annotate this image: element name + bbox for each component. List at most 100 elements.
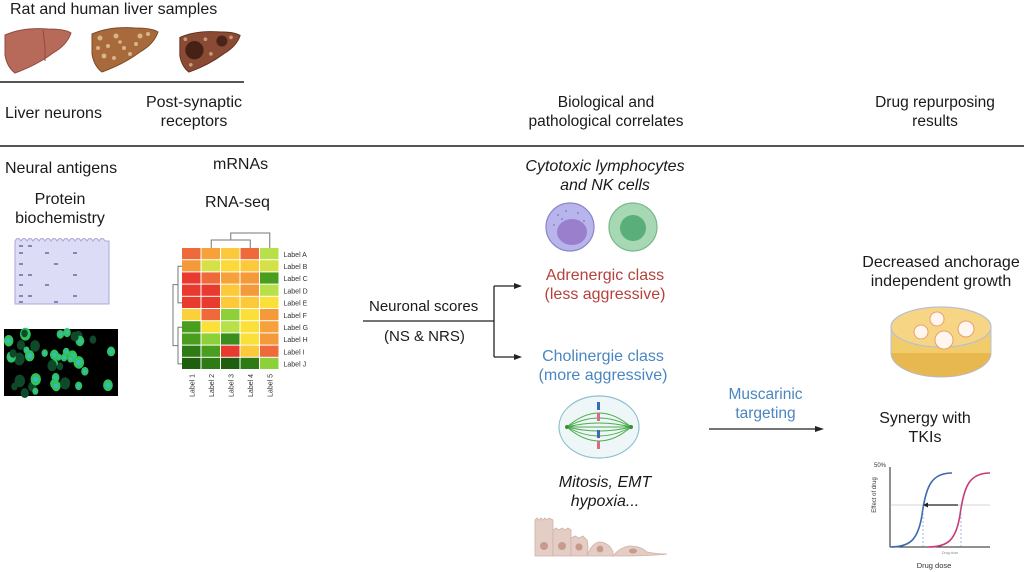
cells-title: Cytotoxic lymphocytes and NK cells xyxy=(505,157,705,195)
heatmap-cell-3-1 xyxy=(201,284,220,296)
plot-xlabel: Drug dose xyxy=(917,561,952,570)
header-bio-correlates-line2: pathological correlates xyxy=(528,113,684,130)
cell-nucleus xyxy=(68,357,73,361)
heatmap-cell-8-4 xyxy=(260,345,279,357)
lymphocyte-icon xyxy=(545,202,595,252)
cell-nucleus xyxy=(6,338,12,344)
heatmap-col-label: Label 1 xyxy=(189,374,196,397)
heatmap-row-label: Label G xyxy=(284,325,309,332)
neural-antigens-label: Neural antigens xyxy=(5,160,118,177)
cell-nucleus xyxy=(43,351,47,355)
immunofluorescence-micrograph-icon xyxy=(3,327,118,399)
mitosis-line1: Mitosis, EMT xyxy=(558,474,652,491)
cell-nucleus xyxy=(53,383,59,389)
heatmap-cell-0-3 xyxy=(240,248,259,260)
heatmap-cell-8-1 xyxy=(201,345,220,357)
header-bio-correlates: Biological and pathological correlates xyxy=(520,93,692,131)
heatmap-row-label: Label H xyxy=(284,337,308,344)
heatmap-cell-1-1 xyxy=(201,260,220,272)
neuronal-scores-sub: (NS & NRS) xyxy=(384,328,465,345)
cell-nucleus xyxy=(52,352,57,357)
header-liver-neurons: Liver neurons xyxy=(5,105,102,122)
cholinergic-line1: Cholinergie class xyxy=(542,348,664,365)
heatmap-cell-2-0 xyxy=(182,272,201,284)
heatmap-cell-9-0 xyxy=(182,357,201,369)
heatmap-cell-5-2 xyxy=(221,309,240,321)
cell-nucleus xyxy=(33,389,37,393)
dose-response-plot: Effect of drug 50% Drug dose Drug dose xyxy=(872,463,991,570)
curve-combination xyxy=(927,472,991,548)
heatmap-cell-5-0 xyxy=(182,309,201,321)
targeting-line2: targeting xyxy=(735,405,796,422)
cell-nucleus xyxy=(27,353,33,359)
fluorescent-cell xyxy=(20,388,29,399)
heatmap-cell-5-1 xyxy=(201,309,220,321)
heatmap-cell-0-2 xyxy=(221,248,240,260)
cell-nucleus xyxy=(62,355,66,360)
heatmap-cell-3-2 xyxy=(221,284,240,296)
heatmap-cell-2-4 xyxy=(260,272,279,284)
heatmap-cell-2-2 xyxy=(221,272,240,284)
header-bio-correlates-line1: Biological and xyxy=(557,94,655,111)
fluorescent-cell xyxy=(9,349,17,358)
cell-nucleus xyxy=(33,376,39,382)
anchorage-line1: Decreased anchorage xyxy=(862,254,1020,271)
targeting-line1: Muscarinic xyxy=(728,386,803,403)
cell-nucleus xyxy=(76,359,82,366)
cell-nucleus xyxy=(64,350,68,354)
heatmap-cell-4-0 xyxy=(182,296,201,308)
header-post-synaptic-line1: Post-synaptic xyxy=(145,94,243,111)
heatmap-col-label: Label 2 xyxy=(209,374,216,397)
heatmap-cell-3-0 xyxy=(182,284,201,296)
header-drug-results-line1: Drug repurposing xyxy=(875,94,995,111)
mitosis-spindle-icon xyxy=(558,395,640,459)
heatmap-cell-1-2 xyxy=(221,260,240,272)
cell-nucleus xyxy=(53,375,58,380)
heatmap-cell-4-3 xyxy=(240,296,259,308)
heatmap-row-label: Label A xyxy=(284,252,308,259)
mitosis-label: Mitosis, EMT hypoxia... xyxy=(520,473,690,511)
shift-arrow-head xyxy=(923,502,928,508)
fluorescent-cell xyxy=(70,331,79,342)
cell-nucleus xyxy=(77,338,83,344)
header-drug-results: Drug repurposing results xyxy=(860,93,1010,131)
arrow-adrenergic-head xyxy=(514,283,522,289)
heatmap-cell-9-1 xyxy=(201,357,220,369)
anchorage-label: Decreased anchorage independent growth xyxy=(856,253,1024,291)
heatmap-cell-8-3 xyxy=(240,345,259,357)
emt-cells-icon xyxy=(534,517,668,557)
heatmap-cell-4-2 xyxy=(221,296,240,308)
heatmap-cell-1-3 xyxy=(240,260,259,272)
heatmap-cell-5-3 xyxy=(240,309,259,321)
header-drug-results-line2: results xyxy=(912,113,958,130)
heatmap-cell-5-4 xyxy=(260,309,279,321)
mitosis-line2: hypoxia... xyxy=(570,493,640,510)
heatmap-cell-7-0 xyxy=(182,333,201,345)
heatmap-cell-4-1 xyxy=(201,296,220,308)
heatmap-cell-8-0 xyxy=(182,345,201,357)
heatmap-cell-0-0 xyxy=(182,248,201,260)
fluorescent-cell xyxy=(11,382,18,391)
heatmap-cell-6-3 xyxy=(240,321,259,333)
healthy-liver-icon xyxy=(4,28,72,74)
heatmap-row-label: Label F xyxy=(284,313,307,320)
fluorescent-cell xyxy=(16,340,26,351)
cholinergic-class: Cholinergie class (more aggressive) xyxy=(518,347,688,385)
neuronal-scores-label: Neuronal scores xyxy=(369,298,479,315)
heatmap-cell-7-1 xyxy=(201,333,220,345)
heatmap-cell-0-4 xyxy=(260,248,279,260)
heatmap-cell-3-3 xyxy=(240,284,259,296)
cells-title-line2: and NK cells xyxy=(560,177,650,194)
heatmap-cell-1-0 xyxy=(182,260,201,272)
heatmap-cell-9-4 xyxy=(260,357,279,369)
petri-dish-icon xyxy=(890,306,992,378)
arrow-targeting-head xyxy=(815,426,824,432)
cell-nucleus xyxy=(58,332,63,337)
heatmap-cell-6-0 xyxy=(182,321,201,333)
heatmap-row-label: Label E xyxy=(284,301,308,308)
fluorescent-cell xyxy=(47,360,57,372)
heatmap-row-label: Label I xyxy=(284,349,305,356)
arrow-cholinergic-head xyxy=(514,354,522,360)
heatmap-cell-9-3 xyxy=(240,357,259,369)
